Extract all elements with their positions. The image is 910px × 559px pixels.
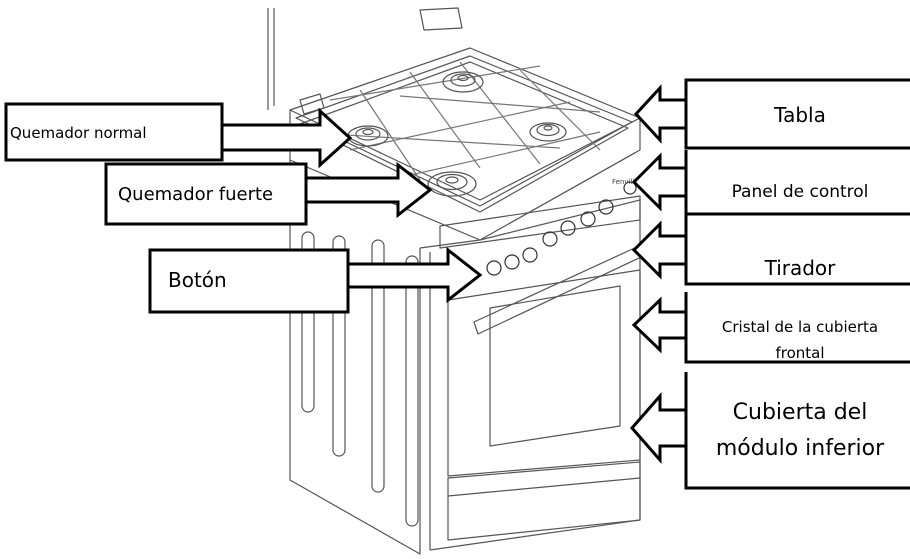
label-control-panel: Panel de control — [731, 182, 869, 202]
label-bottom-cover-line2: módulo inferior — [715, 436, 885, 461]
arrow-bottom-cover — [630, 372, 688, 488]
arrow-knob — [346, 246, 483, 304]
stove-body — [289, 160, 657, 555]
control-knobs — [486, 181, 637, 276]
arrow-front-glass — [631, 292, 688, 362]
box-strong-burner — [104, 162, 308, 226]
arrow-handle — [631, 214, 688, 284]
label-top: Tabla — [774, 103, 826, 127]
label-normal-burner: Quemador normal — [10, 124, 147, 142]
burner-back — [442, 71, 484, 93]
burner-front-large — [427, 171, 477, 197]
label-front-glass-line1: Cristal de la cubierta — [721, 318, 879, 336]
box-knob — [148, 248, 350, 314]
box-normal-burner — [4, 102, 224, 162]
arrow-top — [633, 80, 688, 148]
lid — [267, 7, 463, 115]
grates — [329, 61, 601, 183]
brand-mark: Fenvill — [612, 178, 634, 186]
arrow-normal-burner — [220, 107, 353, 169]
label-knob: Botón — [168, 268, 227, 292]
arrow-control-panel — [631, 150, 688, 214]
label-strong-burner: Quemador fuerte — [118, 184, 274, 205]
box-right-column — [684, 78, 910, 490]
label-bottom-cover-line1: Cubierta del — [732, 400, 868, 425]
label-handle: Tirador — [764, 256, 836, 280]
arrow-strong-burner — [304, 161, 433, 219]
burner-right — [529, 122, 567, 142]
label-front-glass-line2: frontal — [775, 344, 825, 362]
